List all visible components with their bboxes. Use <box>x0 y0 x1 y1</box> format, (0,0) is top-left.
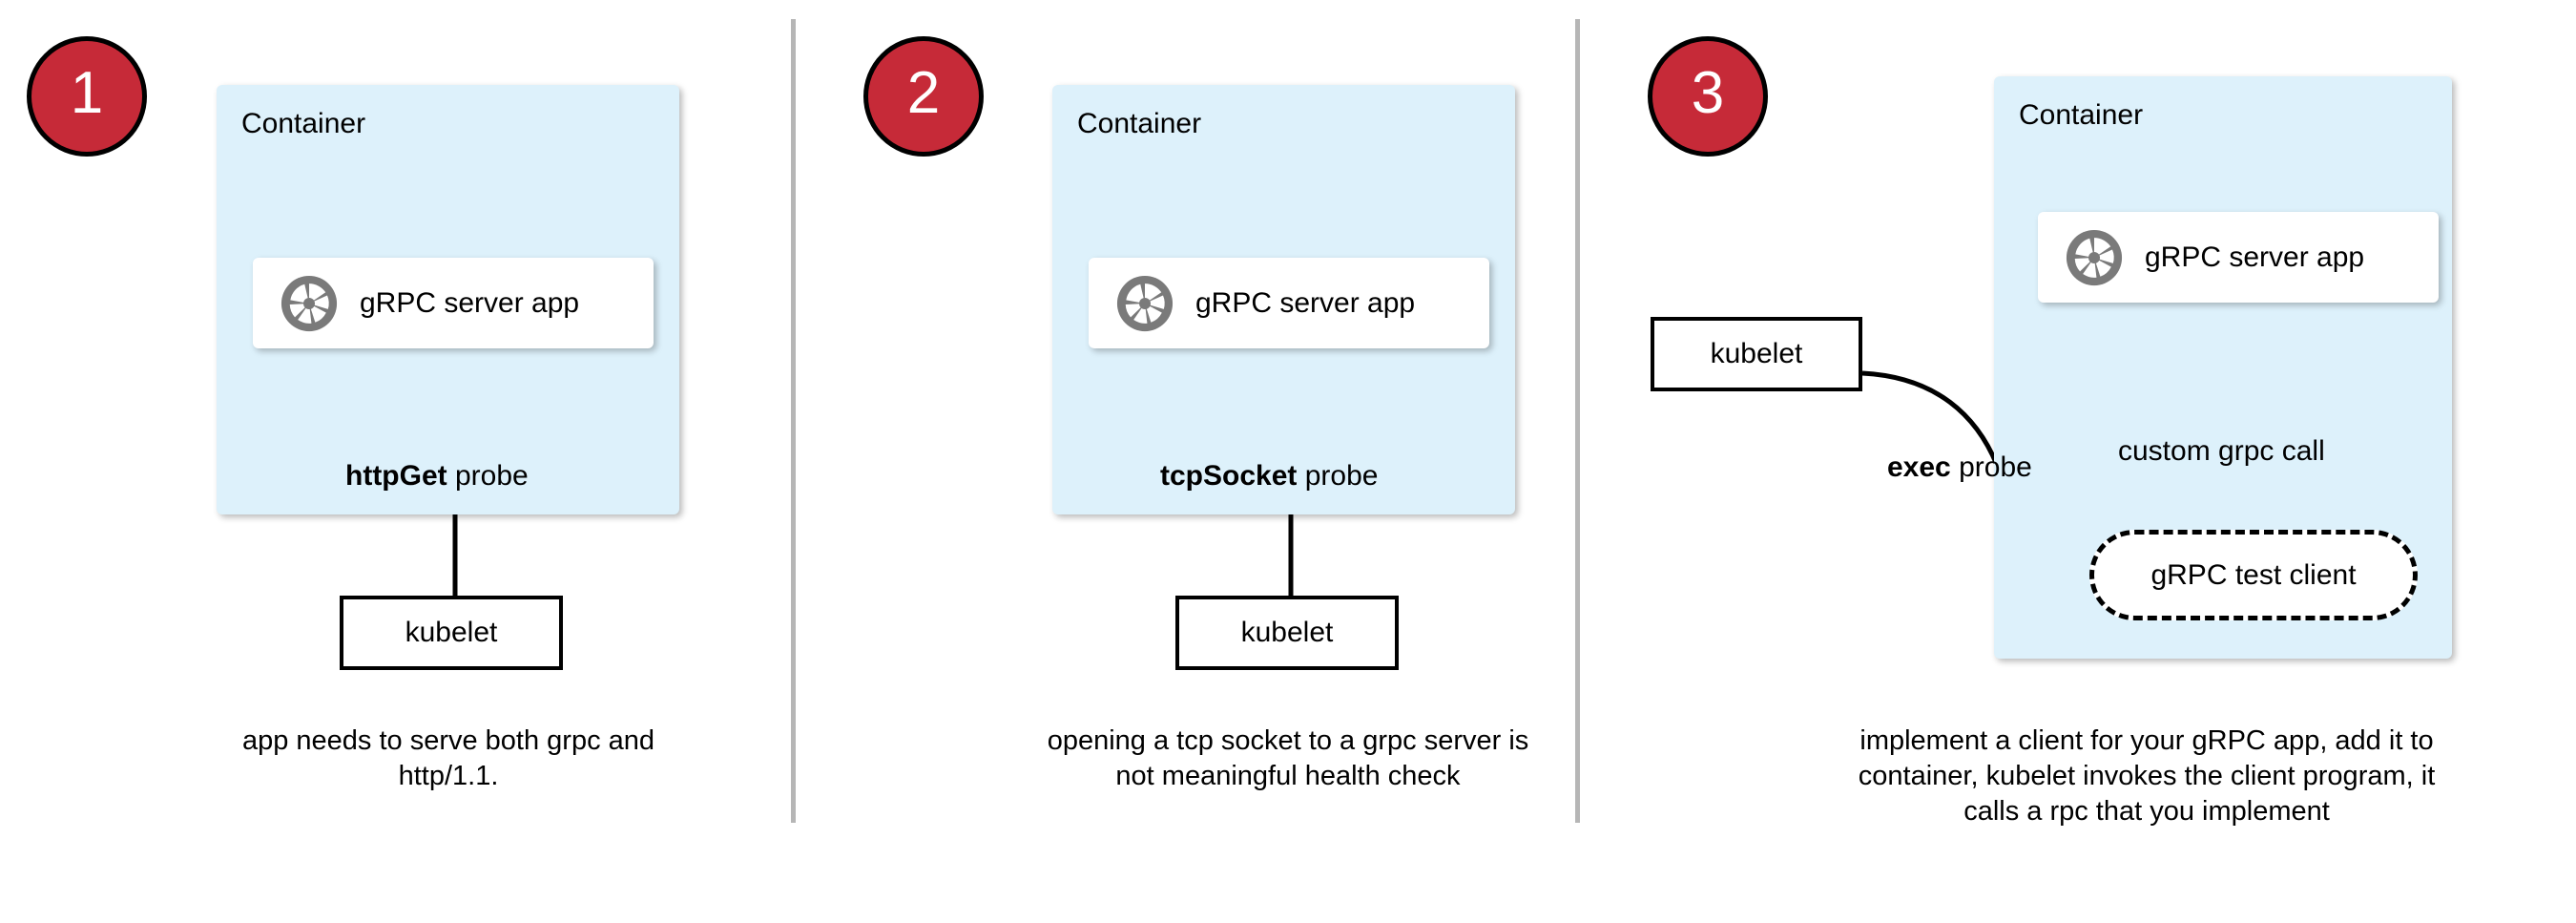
grpc-logo-icon <box>2066 229 2123 285</box>
panel-2-caption: opening a tcp socket to a grpc server is… <box>1047 725 1529 792</box>
panel-1-kubelet-box: kubelet <box>340 596 563 670</box>
panel-1-probe-label: httpGet probe <box>345 460 529 492</box>
panel-3-grpc-test-client-label: gRPC test client <box>2150 558 2357 591</box>
step-badge-1: 1 <box>27 36 147 157</box>
panel-1-container-label: Container <box>241 108 366 139</box>
panel-3-caption: implement a client for your gRPC app, ad… <box>1858 725 2436 828</box>
step-badge-2: 2 <box>863 36 984 157</box>
panel-1-caption: app needs to serve both grpc and http/1.… <box>241 725 655 792</box>
panel-1-probe-label-bold: httpGet <box>345 460 447 492</box>
panel-3-grpc-test-client-box: gRPC test client <box>2089 530 2418 620</box>
step-badge-2-number: 2 <box>906 60 941 126</box>
panel-divider-1 <box>791 19 796 823</box>
panel-2-grpc-server-app-box: gRPC server app <box>1089 258 1489 348</box>
panel-2-grpc-server-app-label: gRPC server app <box>1195 286 1416 319</box>
panel-3-probe-label-bold: exec <box>1887 451 1951 483</box>
panel-3-kubelet-box: kubelet <box>1651 317 1862 391</box>
panel-3-kubelet-label: kubelet <box>1710 338 1803 369</box>
panel-divider-2 <box>1575 19 1580 823</box>
panel-1-kubelet-label: kubelet <box>405 617 498 648</box>
panel-3-probe-label-rest: probe <box>1950 451 2032 483</box>
panel-3-grpc-server-app-label: gRPC server app <box>2145 241 2365 273</box>
panel-1-probe-label-rest: probe <box>447 460 529 492</box>
panel-3-custom-grpc-call-label: custom grpc call <box>2118 435 2325 467</box>
panel-1-grpc-server-app-box: gRPC server app <box>253 258 654 348</box>
step-badge-1-number: 1 <box>70 60 104 126</box>
step-badge-3: 3 <box>1648 36 1768 157</box>
panel-2-probe-label-rest: probe <box>1297 460 1379 492</box>
panel-3-container-label: Container <box>2019 99 2144 131</box>
panel-2-probe-label: tcpSocket probe <box>1160 460 1378 492</box>
grpc-logo-icon <box>1116 275 1174 331</box>
panel-3-probe-label: exec probe <box>1887 451 2032 483</box>
panel-2-kubelet-label: kubelet <box>1240 617 1334 648</box>
panel-1-grpc-server-app-label: gRPC server app <box>360 286 580 319</box>
step-badge-3-number: 3 <box>1691 60 1725 126</box>
grpc-logo-icon <box>280 275 338 331</box>
panel-3-grpc-server-app-box: gRPC server app <box>2038 212 2439 303</box>
panel-2-kubelet-box: kubelet <box>1175 596 1399 670</box>
panel-2-container-label: Container <box>1077 108 1202 139</box>
panel-2-probe-label-bold: tcpSocket <box>1160 460 1298 492</box>
